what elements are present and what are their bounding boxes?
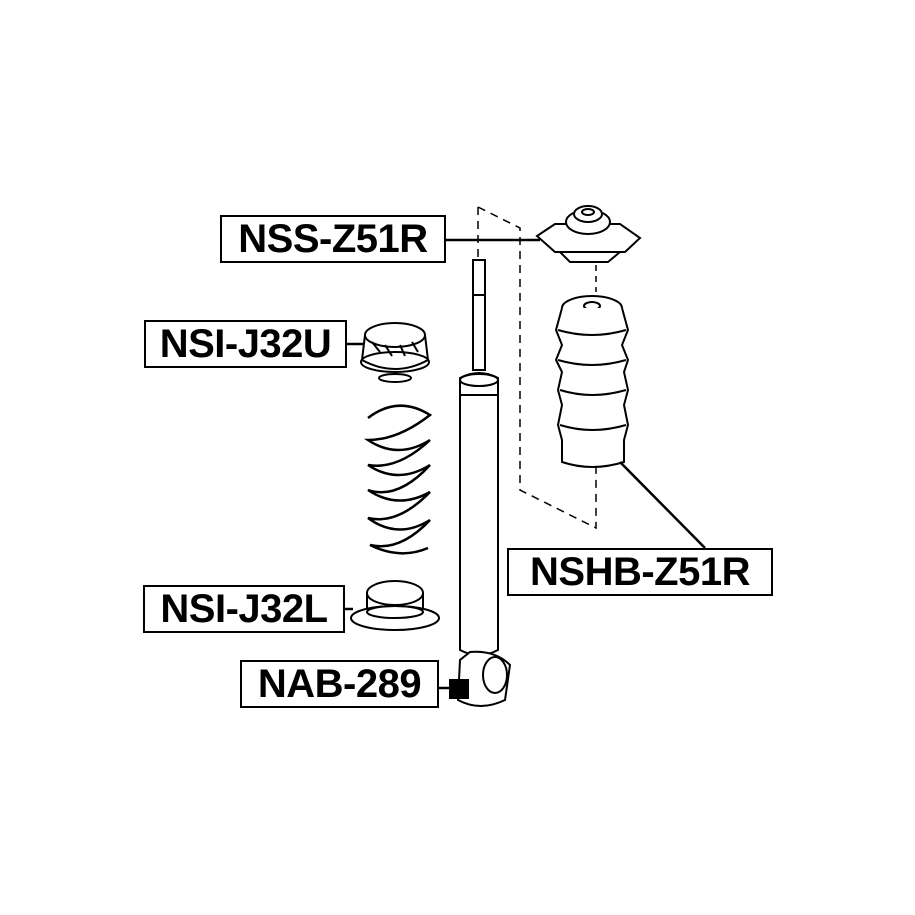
bump-stop-boot-part (554, 295, 630, 468)
label-lower-spring-seat: NSI-J32L (143, 585, 345, 633)
shock-absorber-part (449, 259, 512, 707)
lower-spring-seat-part (350, 580, 440, 631)
label-bushing: NAB-289 (240, 660, 439, 708)
top-mount-part (535, 205, 642, 263)
label-bump-stop-boot: NSHB-Z51R (507, 548, 773, 596)
label-top-mount: NSS-Z51R (220, 215, 446, 263)
upper-spring-seat-part (360, 322, 430, 383)
leader-lines (343, 238, 706, 690)
label-upper-spring-seat: NSI-J32U (144, 320, 347, 368)
coil-spring-part (363, 404, 433, 555)
